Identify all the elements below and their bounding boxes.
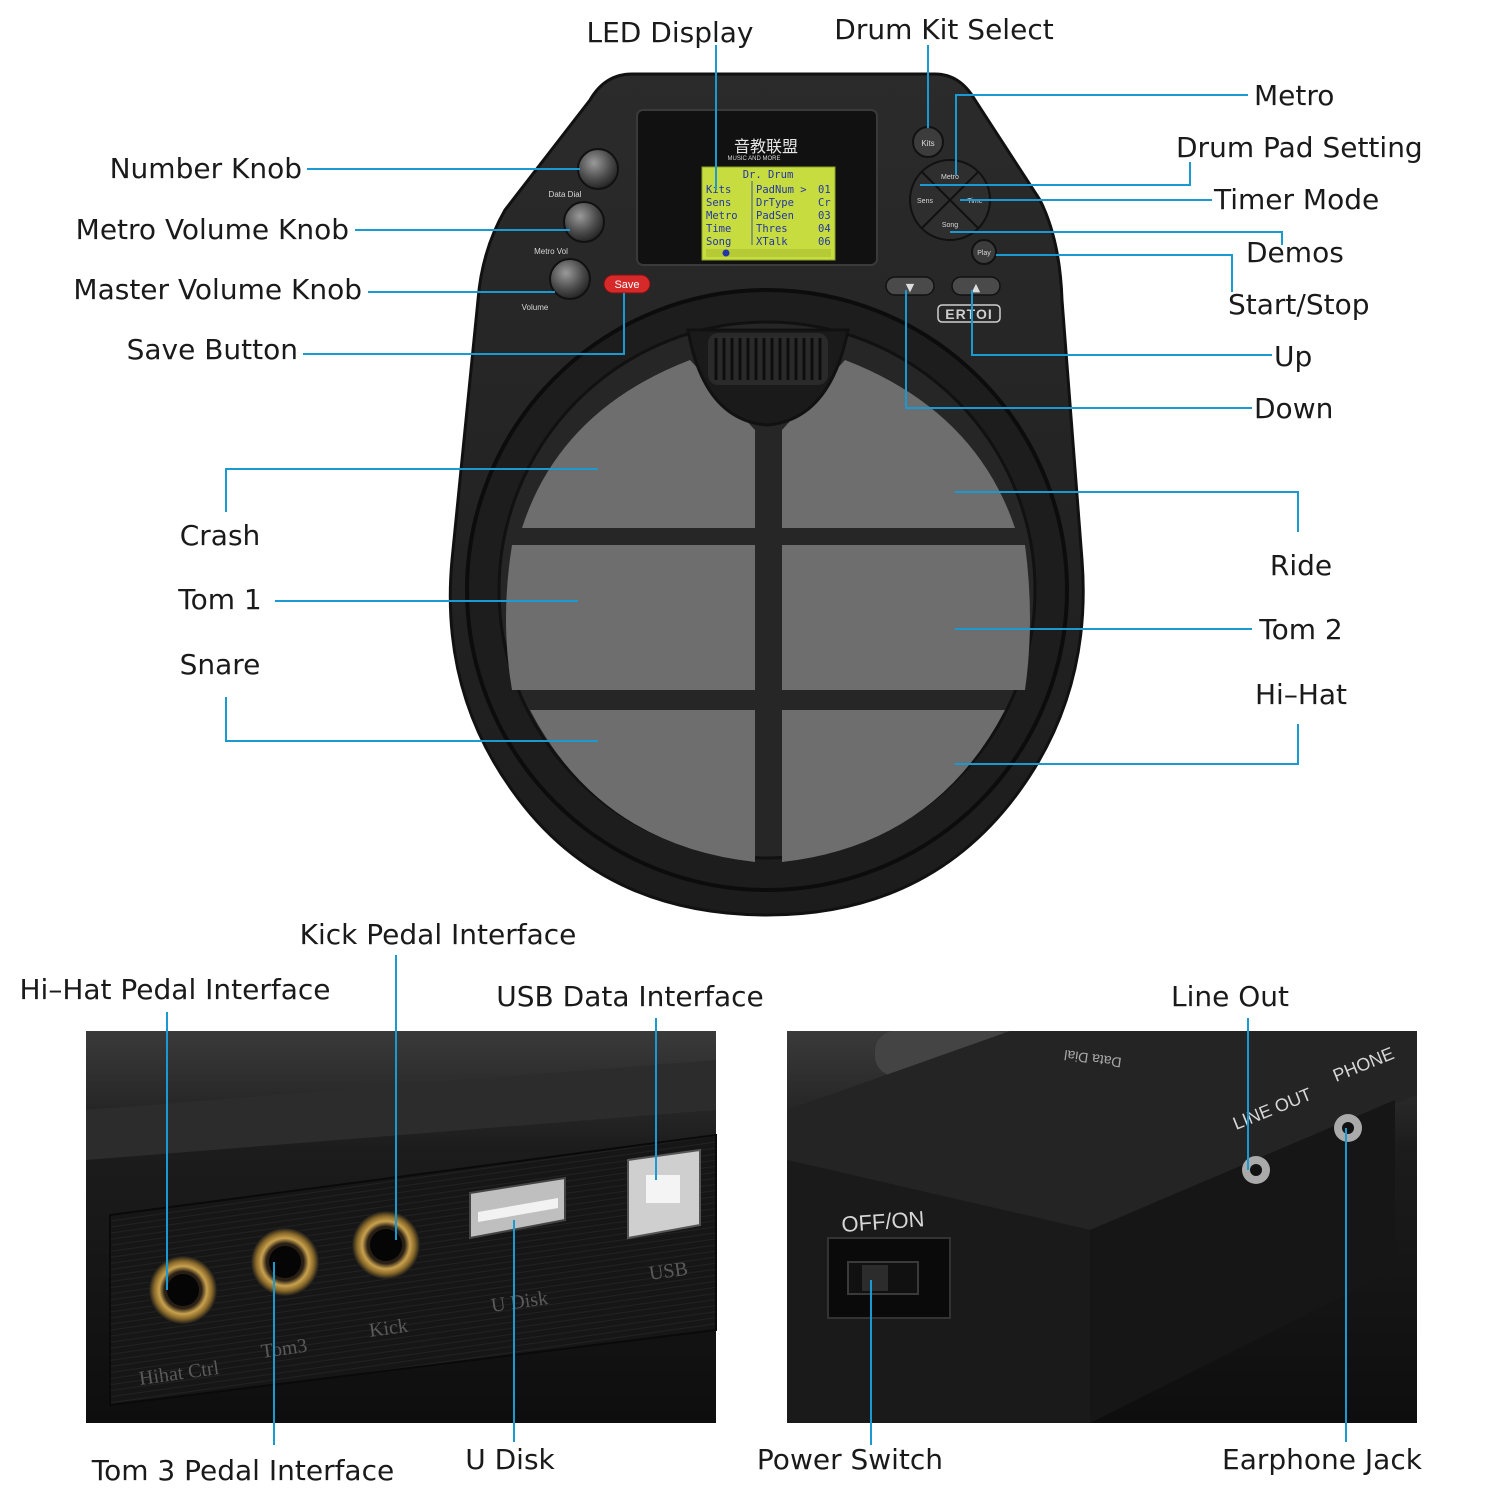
master-volume-knob[interactable]: Volume bbox=[522, 258, 591, 312]
brand-logo: ERTOI bbox=[937, 304, 1001, 323]
line-out-jack[interactable] bbox=[1242, 1156, 1270, 1184]
lcd-cursor bbox=[722, 249, 730, 257]
lcd-cell: Song bbox=[706, 236, 731, 248]
hihat-pedal-interface-label: Hi–Hat Pedal Interface bbox=[19, 973, 330, 1006]
lcd-cell: Metro bbox=[706, 210, 738, 222]
device-logo-sub: MUSIC AND MORE bbox=[727, 156, 780, 162]
start-stop-button[interactable]: Play bbox=[971, 239, 997, 265]
ride-label: Ride bbox=[1270, 549, 1332, 582]
lcd-cell: Cr bbox=[818, 197, 831, 209]
start-stop-label: Start/Stop bbox=[1228, 288, 1370, 321]
svg-text:Play: Play bbox=[977, 250, 991, 257]
earphone-jack-label: Earphone Jack bbox=[1222, 1443, 1423, 1476]
rear-panel-photo: Hihat Ctrl Tom3 Kick U Disk USB bbox=[86, 1031, 717, 1423]
knob-label-metro-vol: Metro Vol bbox=[534, 247, 568, 256]
u-disk-port[interactable] bbox=[469, 1176, 566, 1240]
tom3-pedal-interface-label: Tom 3 Pedal Interface bbox=[91, 1454, 394, 1487]
lcd-cell: PadSen bbox=[756, 210, 794, 222]
down-button[interactable]: ▼ bbox=[885, 276, 935, 296]
lcd-cell: Thres bbox=[756, 223, 788, 235]
svg-text:▲: ▲ bbox=[972, 281, 981, 294]
svg-text:ERTOI: ERTOI bbox=[945, 306, 993, 322]
drum-kit-select-button[interactable]: Kits bbox=[912, 126, 944, 158]
kick-pedal-interface-label: Kick Pedal Interface bbox=[300, 918, 577, 951]
crash-pad[interactable] bbox=[522, 360, 755, 528]
lcd-cell: 06 bbox=[818, 236, 831, 248]
tom1-label: Tom 1 bbox=[177, 583, 261, 616]
port-label-usb: USB bbox=[648, 1258, 690, 1285]
metro-label: Metro bbox=[1254, 79, 1334, 112]
drum-pad-setting-button[interactable]: Sens bbox=[917, 198, 933, 205]
lcd-cell: XTalk bbox=[756, 236, 788, 248]
lcd-cell: PadNum > bbox=[756, 184, 807, 196]
metro-volume-knob[interactable]: Metro Vol bbox=[534, 201, 605, 256]
line-out-callout: Line Out bbox=[1171, 980, 1289, 1013]
down-label: Down bbox=[1254, 392, 1333, 425]
device-logo: 音教联盟 bbox=[734, 138, 798, 156]
lcd-cell: DrType bbox=[756, 197, 794, 209]
up-button[interactable]: ▲ bbox=[951, 276, 1001, 296]
lcd-cell: Kits bbox=[706, 184, 731, 196]
timer-mode-label: Timer Mode bbox=[1213, 183, 1379, 216]
demos-label: Demos bbox=[1246, 236, 1344, 269]
switch-label: OFF/ON bbox=[841, 1206, 926, 1237]
tom2-pad[interactable] bbox=[782, 545, 1030, 690]
tom1-pad[interactable] bbox=[506, 545, 755, 690]
metro-button[interactable]: Metro bbox=[941, 174, 959, 181]
ride-pad[interactable] bbox=[782, 360, 1015, 528]
led-display-label: LED Display bbox=[587, 16, 754, 49]
speaker-grille bbox=[686, 328, 850, 427]
port-label-kick: Kick bbox=[368, 1315, 410, 1342]
usb-data-interface-label: USB Data Interface bbox=[496, 980, 764, 1013]
demos-button[interactable]: Song bbox=[942, 222, 958, 229]
tom2-label: Tom 2 bbox=[1258, 613, 1342, 646]
lcd-cell: 04 bbox=[818, 223, 831, 235]
drum-kit-select-label: Drum Kit Select bbox=[834, 13, 1053, 46]
master-volume-knob-label: Master Volume Knob bbox=[73, 273, 362, 306]
dial-label: Data Dial bbox=[1063, 1047, 1122, 1071]
lcd-title: Dr. Drum bbox=[743, 169, 794, 181]
crash-label: Crash bbox=[180, 519, 261, 552]
hihat-label: Hi–Hat bbox=[1255, 678, 1347, 711]
save-button[interactable]: Save bbox=[603, 274, 651, 294]
number-knob-label: Number Knob bbox=[110, 152, 302, 185]
lcd-cell: Time bbox=[706, 223, 731, 235]
hihat-pad[interactable] bbox=[782, 710, 1005, 862]
u-disk-label: U Disk bbox=[465, 1443, 555, 1476]
knob-label-volume: Volume bbox=[522, 303, 549, 312]
lcd-cell: 03 bbox=[818, 210, 831, 222]
snare-pad[interactable] bbox=[530, 710, 755, 862]
drum-pads bbox=[506, 360, 1030, 862]
snare-label: Snare bbox=[180, 648, 261, 681]
function-dpad: Metro Sens Time Song bbox=[909, 159, 991, 241]
earphone-jack-port[interactable] bbox=[1334, 1114, 1362, 1142]
timer-mode-button[interactable]: Time bbox=[967, 198, 982, 205]
up-label: Up bbox=[1274, 340, 1312, 373]
save-button-label: Save Button bbox=[127, 333, 298, 366]
lcd-cell: 01 bbox=[818, 184, 831, 196]
power-switch[interactable] bbox=[827, 1237, 951, 1319]
power-switch-label: Power Switch bbox=[757, 1443, 943, 1476]
svg-text:Kits: Kits bbox=[921, 139, 934, 148]
leader-lines bbox=[166, 45, 1347, 1445]
callout-labels: LED Display Drum Kit Select Metro Drum P… bbox=[19, 13, 1422, 1487]
lcd-cell: Sens bbox=[706, 197, 731, 209]
metro-volume-knob-label: Metro Volume Knob bbox=[76, 213, 349, 246]
svg-text:▼: ▼ bbox=[906, 281, 915, 294]
side-panel-photo: OFF/ON LINE OUT PHONE Data Dial bbox=[787, 1031, 1417, 1423]
knob-label-data-dial: Data Dial bbox=[549, 190, 582, 199]
usb-data-port[interactable] bbox=[627, 1148, 701, 1240]
svg-text:Save: Save bbox=[614, 279, 639, 291]
drum-pad-setting-label: Drum Pad Setting bbox=[1176, 131, 1423, 164]
